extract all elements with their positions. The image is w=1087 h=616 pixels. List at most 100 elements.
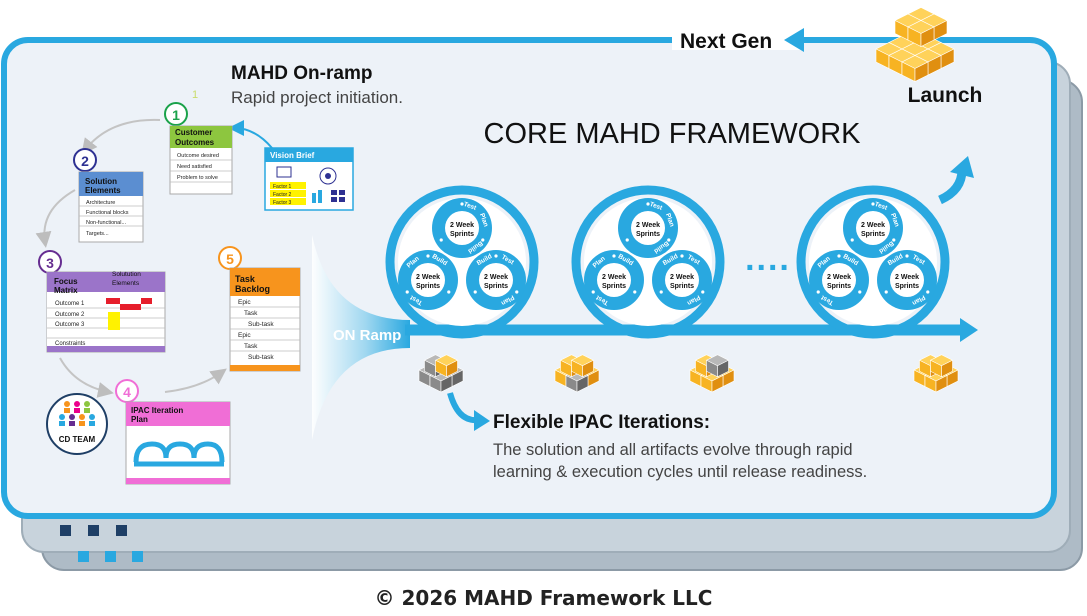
step-number: 1 <box>172 107 180 123</box>
next-gen-arrow <box>784 28 885 52</box>
people-icon <box>59 401 95 426</box>
step-title-line2: Outcomes <box>175 138 215 147</box>
sprint-label-line1: 2 Week <box>670 274 694 281</box>
sprint-label-line1: 2 Week <box>636 222 660 229</box>
element-row: Targets... <box>86 231 109 237</box>
sprint-cycle-center <box>822 263 856 297</box>
vision-factor: Factor 1 <box>273 184 292 190</box>
step-number: 4 <box>123 384 131 400</box>
cube <box>907 20 935 47</box>
launch-label: Launch <box>908 84 983 107</box>
matrix-row: Outcome 3 <box>55 322 85 328</box>
sprint-cycle-center <box>411 263 445 297</box>
step-number: 5 <box>226 251 234 267</box>
timeline-cube-clusters <box>418 354 959 393</box>
cube <box>929 354 954 378</box>
step-focus-matrix: 3 Focus Matrix Solutution Elements Outco… <box>38 250 166 353</box>
onramp-cycle-arrows <box>35 118 227 398</box>
sprint-label-line2: Sprints <box>416 283 440 290</box>
sprint-label-line2: Sprints <box>861 231 885 238</box>
on-ramp-funnel <box>312 235 410 440</box>
step-title-line2: Backlog <box>235 284 270 294</box>
outcome-row: Outcome desired <box>177 153 219 159</box>
sprint-cycle-center <box>479 263 513 297</box>
vision-brief-card: Vision Brief Factor 1 Factor 2 Factor 3 <box>264 147 354 211</box>
wheel-ring <box>571 185 725 339</box>
sprint-label-line2: Sprints <box>602 283 626 290</box>
sprint-label-line1: 2 Week <box>895 274 919 281</box>
cd-team-label: CD TEAM <box>59 435 96 444</box>
bar-chart-icon <box>312 193 316 203</box>
step-title-line1: Task <box>235 274 256 284</box>
phase-label: Plan <box>889 212 900 227</box>
step-ipac-iteration-plan: 4 IPAC Iteration Plan <box>115 379 231 485</box>
sprint-label-line1: 2 Week <box>450 222 474 229</box>
sprint-label-line1: 2 Week <box>416 274 440 281</box>
sprint-label-line2: Sprints <box>670 283 694 290</box>
step-customer-outcomes: 1 Customer Outcomes Outcome desired Need… <box>164 102 233 195</box>
cd-team-badge: CD TEAM <box>46 393 108 455</box>
sprint-label-line2: Sprints <box>484 283 508 290</box>
matrix-row: Outcome 2 <box>55 312 85 318</box>
sprint-label-line2: Sprints <box>827 283 851 290</box>
sprint-label-line2: Sprints <box>450 231 474 238</box>
sprint-cycle-center <box>856 211 890 245</box>
cube <box>434 354 459 378</box>
step-task-backlog: 5 Task Backlog Epic Task Sub-task Epic T… <box>218 246 301 372</box>
step-title-line1: IPAC Iteration <box>131 406 183 415</box>
vision-brief-title: Vision Brief <box>270 151 315 160</box>
step-title-line1: Solution <box>85 177 117 186</box>
step-title-line1: Customer <box>175 128 212 137</box>
sprint-label-line2: Sprints <box>895 283 919 290</box>
target-icon-center <box>325 173 331 179</box>
launch-swoosh-arrow <box>937 156 974 205</box>
ghost-number: 1 <box>192 89 198 101</box>
onramp-subtitle: Rapid project initiation. <box>231 88 403 107</box>
wheel-ring <box>385 185 539 339</box>
panel-gap <box>672 30 802 50</box>
vision-factor: Factor 3 <box>273 200 292 206</box>
cube <box>705 354 730 378</box>
step-number: 2 <box>81 153 89 169</box>
target-icon <box>319 167 337 185</box>
step-title-line2: Matrix <box>54 286 78 295</box>
sprint-cycle-center <box>597 263 631 297</box>
sprint-cycle-center <box>445 211 479 245</box>
backlog-row: Epic <box>238 299 251 306</box>
phase-label: Test <box>649 201 664 212</box>
sprint-cycle-center <box>631 211 665 245</box>
backlog-row: Sub-task <box>248 321 274 328</box>
phase-label: Test <box>874 201 889 212</box>
step-title-line2: Plan <box>131 415 148 424</box>
sprint-cycle-center <box>665 263 699 297</box>
iteration-ellipsis: .... <box>745 240 791 278</box>
on-ramp-label: ON Ramp <box>333 327 401 344</box>
core-framework-title: CORE MAHD FRAMEWORK <box>484 118 862 150</box>
sprint-label-line1: 2 Week <box>827 274 851 281</box>
element-row: Non-functional... <box>86 220 127 226</box>
phase-label: Plan <box>478 212 489 227</box>
flexible-iterations-body-line2: learning & execution cycles until releas… <box>493 463 867 481</box>
outcome-row: Problem to solve <box>177 175 218 181</box>
iteration-loops-icon <box>133 441 225 463</box>
step-title-line1: Focus <box>54 277 78 286</box>
sprint-label-line2: Sprints <box>636 231 660 238</box>
vision-to-outcomes-arrow <box>228 120 273 149</box>
flexible-iterations-body-line1: The solution and all artifacts evolve th… <box>493 441 853 459</box>
matrix-row: Constraints <box>55 341 85 347</box>
phase-label: Plan <box>664 212 675 227</box>
monitor-icon <box>276 166 292 178</box>
launch-cube-stack <box>875 7 955 82</box>
backlog-row: Epic <box>238 332 251 339</box>
sprint-label-line1: 2 Week <box>861 222 885 229</box>
element-row: Functional blocks <box>86 210 129 216</box>
flexible-iterations-title: Flexible IPAC Iterations: <box>493 412 710 433</box>
next-gen-label: Next Gen <box>680 30 772 53</box>
copyright-footer: © 2026 MAHD Framework LLC <box>374 586 713 610</box>
onramp-title: MAHD On-ramp <box>231 63 372 84</box>
step-number: 3 <box>46 255 54 271</box>
